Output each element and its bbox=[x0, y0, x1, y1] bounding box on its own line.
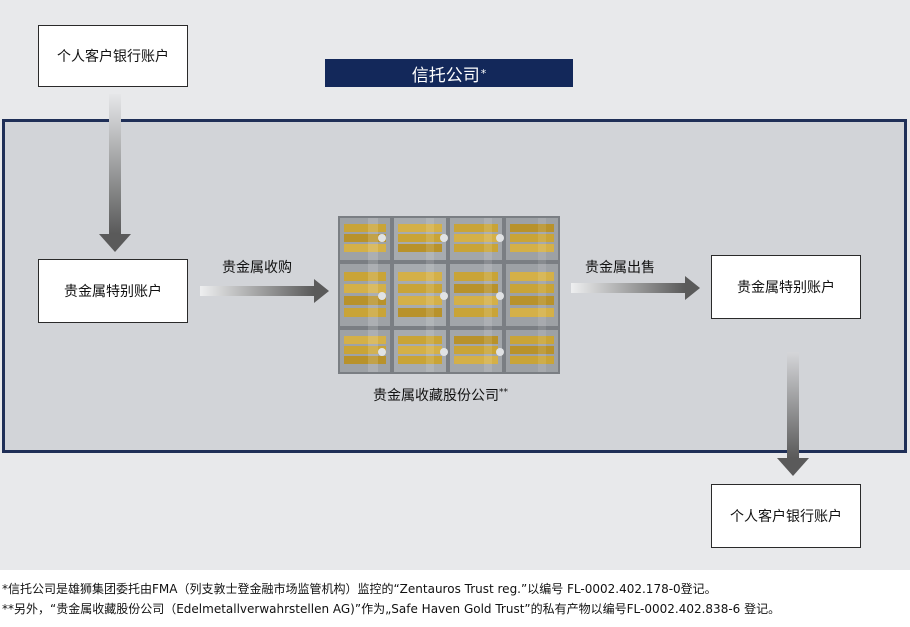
special-metal-account-right: 贵金属特别账户 bbox=[711, 255, 861, 319]
special-metal-account-right-label: 贵金属特别账户 bbox=[737, 280, 835, 296]
personal-bank-account-bottom: 个人客户银行账户 bbox=[711, 484, 861, 548]
special-metal-account-left: 贵金属特别账户 bbox=[38, 259, 188, 323]
special-metal-account-left-label: 贵金属特别账户 bbox=[64, 284, 162, 300]
sale-label: 贵金属出售 bbox=[585, 260, 655, 276]
trust-company-footnote-mark: * bbox=[480, 66, 487, 80]
trust-company-label: 信托公司* bbox=[325, 59, 573, 87]
personal-bank-account-top: 个人客户银行账户 bbox=[38, 25, 188, 87]
footnote-1: *信托公司是雄狮集团委托由FMA（列支敦士登金融市场监管机构）监控的“Zenta… bbox=[2, 582, 717, 596]
purchase-label: 贵金属收购 bbox=[222, 260, 292, 276]
arrow-down-top bbox=[99, 94, 131, 252]
arrow-right-purchase bbox=[200, 279, 329, 303]
arrow-right-sale bbox=[571, 276, 700, 300]
storage-company-footnote-mark: ** bbox=[499, 387, 508, 398]
footnote-2: **另外，“贵金属收藏股份公司（Edelmetallverwahrstellen… bbox=[2, 602, 781, 616]
arrow-down-bottom bbox=[777, 352, 809, 476]
storage-company-label: 贵金属收藏股份公司** bbox=[373, 385, 508, 405]
gold-vault-image bbox=[338, 216, 560, 374]
trust-company-name: 信托公司 bbox=[411, 65, 480, 86]
personal-bank-account-bottom-label: 个人客户银行账户 bbox=[730, 509, 842, 525]
storage-company-name: 贵金属收藏股份公司 bbox=[373, 388, 499, 404]
personal-bank-account-top-label: 个人客户银行账户 bbox=[57, 49, 169, 65]
